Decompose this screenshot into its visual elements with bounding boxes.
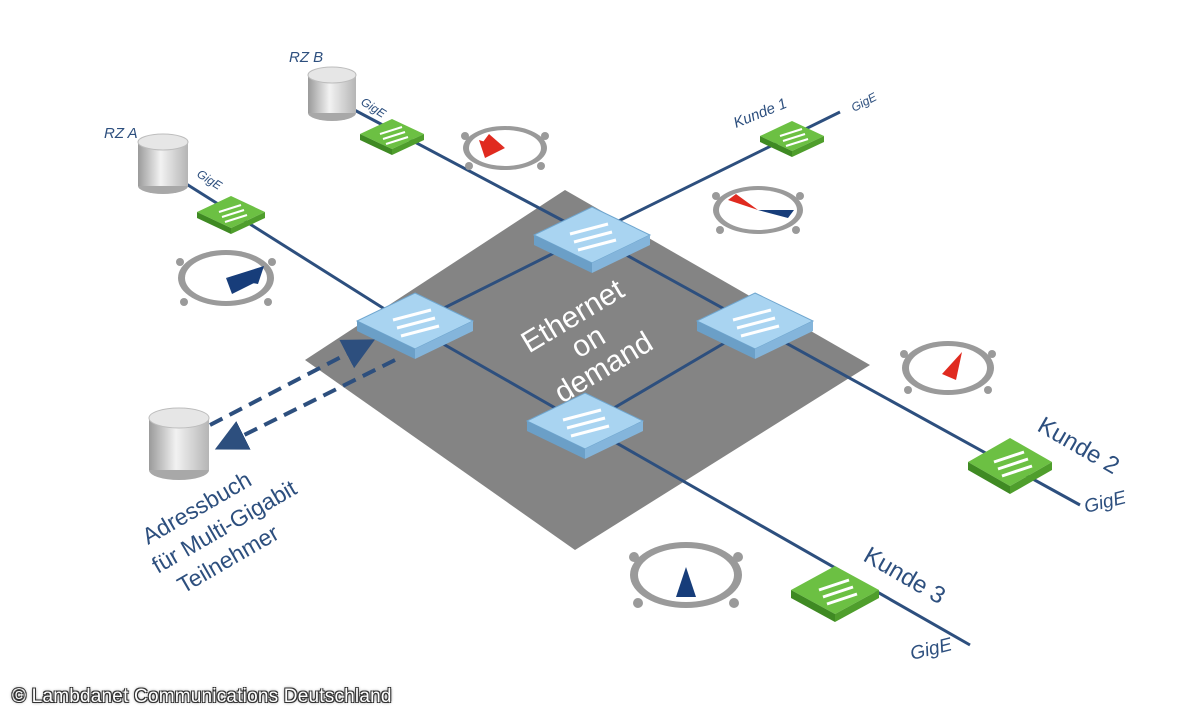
label-rz-b: RZ B — [289, 49, 323, 66]
core-switch-left[interactable] — [355, 292, 475, 359]
ethernet-platform — [305, 190, 870, 550]
edge-device-kunde1[interactable] — [760, 121, 824, 157]
label-rz-a: RZ A — [104, 125, 138, 142]
device-lines-icon — [818, 578, 858, 606]
core-switch-top[interactable] — [532, 206, 652, 273]
edge-device-rz-b[interactable] — [360, 119, 424, 155]
device-lines-icon — [779, 128, 809, 147]
label-kunde1: Kunde 1 — [731, 95, 789, 132]
directory-link-response — [214, 358, 396, 450]
interface-kunde1: GigE — [849, 89, 880, 114]
address-book-database-icon[interactable] — [148, 407, 210, 480]
interface-kunde2: GigE — [1082, 487, 1128, 518]
bandwidth-gauge-kunde3-icon — [629, 542, 743, 608]
bandwidth-gauge-rz-a-icon — [176, 250, 276, 306]
switch-arrows-icon — [569, 222, 617, 252]
device-lines-icon — [379, 126, 409, 145]
interface-rz-b: GigE — [358, 95, 389, 122]
core-switch-right[interactable] — [695, 292, 815, 359]
core-switch-bottom[interactable] — [525, 392, 645, 459]
bandwidth-gauge-kunde1-icon — [712, 186, 804, 234]
edge-device-kunde2[interactable] — [968, 438, 1052, 494]
directory-link-request — [209, 339, 376, 427]
switch-arrows-icon — [562, 408, 610, 438]
interface-rz-a: GigE — [194, 167, 225, 194]
device-lines-icon — [993, 450, 1033, 478]
device-lines-icon — [218, 204, 248, 223]
bandwidth-gauge-kunde2-icon — [900, 341, 996, 395]
interface-kunde3: GigE — [908, 634, 954, 665]
link-kunde3 — [584, 423, 971, 647]
datacenter-rz-a-icon[interactable] — [137, 133, 189, 194]
directory-links — [209, 339, 396, 450]
bandwidth-gauge-rz-b-icon — [461, 126, 549, 170]
switch-arrows-icon — [732, 308, 780, 338]
switch-arrows-icon — [392, 308, 440, 338]
edge-device-rz-a[interactable] — [197, 196, 265, 234]
copyright-notice: © Lambdanet Communications Deutschland — [12, 686, 392, 707]
edge-device-kunde3[interactable] — [791, 566, 879, 622]
datacenter-rz-b-icon[interactable] — [307, 66, 357, 121]
